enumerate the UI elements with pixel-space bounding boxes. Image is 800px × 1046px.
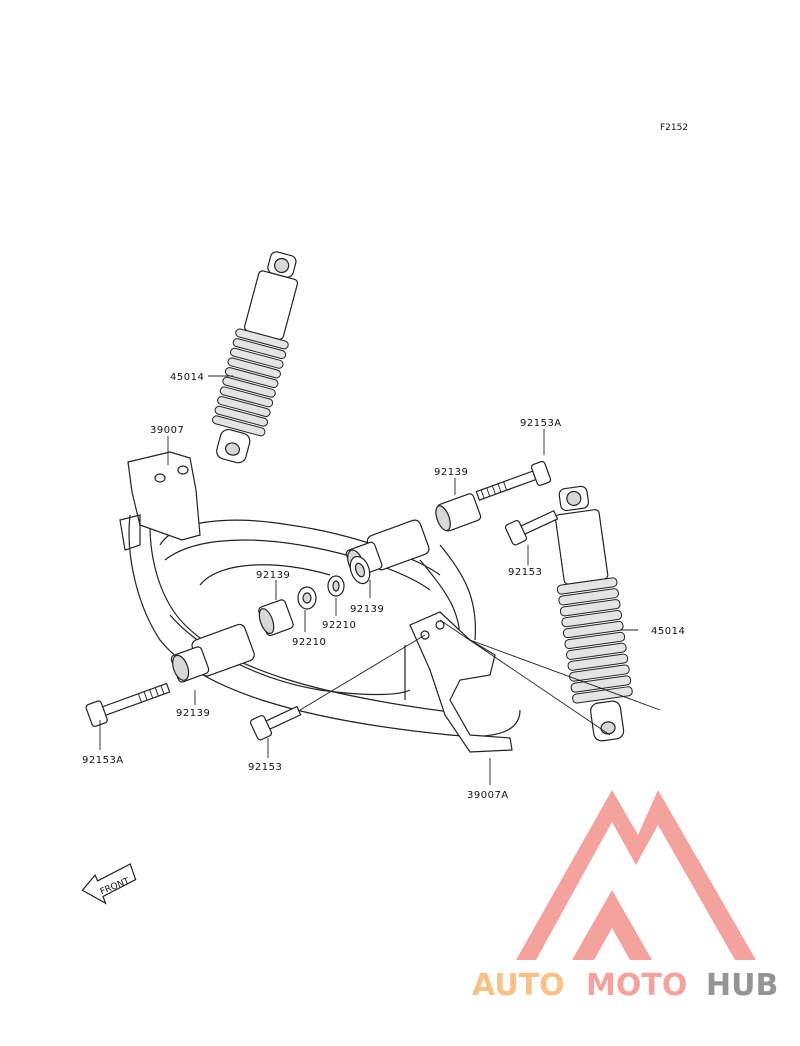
collar-mid-right	[349, 555, 371, 585]
bolt-small-left	[249, 705, 302, 741]
bolt-left	[85, 682, 171, 728]
logo-triangle-inner	[572, 890, 652, 960]
label-bolt-left: 92153A	[82, 755, 124, 766]
washer-right	[327, 575, 345, 597]
logo-text-hub: HUB	[706, 968, 778, 1003]
shock-right	[554, 485, 633, 742]
label-collar-lower: 92139	[176, 708, 210, 719]
leader-lines	[99, 375, 661, 785]
logo-text-moto: MOTO	[586, 968, 687, 1003]
label-washer-left: 92210	[292, 637, 326, 648]
label-bracket-right: 39007A	[467, 790, 509, 801]
bracket-left	[119, 451, 201, 551]
collar-upper	[435, 493, 482, 532]
automotohub-logo: AUTO MOTO HUB	[472, 790, 778, 1003]
front-arrow-icon: FRONT	[81, 863, 137, 905]
label-collar-mid-left: 92139	[256, 570, 290, 581]
label-bolt-top-right: 92153A	[520, 418, 562, 429]
collar-mid-left	[258, 599, 294, 637]
label-shock-right: 45014	[651, 626, 685, 637]
label-shock-upper-left: 45014	[170, 372, 204, 383]
bracket-right	[409, 611, 513, 753]
label-washer-right: 92210	[322, 620, 356, 631]
figure-code: F2152	[660, 123, 688, 133]
logo-triangle-outer	[516, 790, 756, 960]
logo-text-auto: AUTO	[472, 968, 565, 1003]
label-bolt-small-left: 92153	[248, 762, 282, 773]
pivot-left	[170, 623, 255, 683]
shock-upper-left	[211, 251, 299, 464]
bolt-top-right	[475, 460, 552, 501]
bolt-small-right	[504, 509, 559, 546]
label-collar-upper: 92139	[434, 467, 468, 478]
washer-left	[297, 586, 317, 610]
label-bracket-left: 39007	[150, 425, 184, 436]
label-collar-mid-right: 92139	[350, 604, 384, 615]
label-bolt-small-right: 92153	[508, 567, 542, 578]
